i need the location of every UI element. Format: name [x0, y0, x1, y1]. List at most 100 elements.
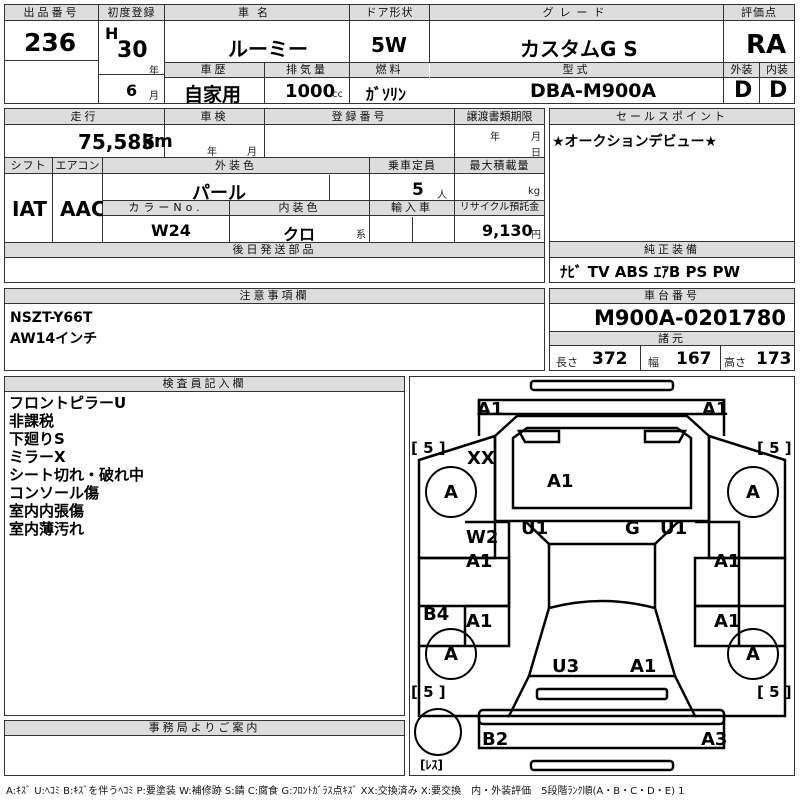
damage-front-right: A1: [702, 399, 729, 420]
damage-front-left: A1: [477, 399, 504, 420]
int-color-header: 内装色: [230, 201, 369, 216]
score-header: 評価点: [724, 5, 794, 21]
inspector-note: コンソール傷: [9, 484, 100, 502]
spare-tyre: [414, 708, 462, 756]
inspector-note: シート切れ・破れ中: [9, 466, 145, 484]
equipment: ﾅﾋﾞ TV ABS ｴｱB PS PW: [560, 263, 741, 281]
notes-line-1: NSZT-Y66T: [10, 310, 93, 326]
tyre-front-left: [425, 466, 477, 518]
year: 30: [117, 38, 148, 63]
model-header: 型式: [430, 63, 723, 78]
damage-right-front-door: A1: [714, 551, 741, 572]
car-outline: [417, 379, 787, 772]
tread-front-right: [ 5 ]: [757, 439, 792, 457]
first-reg-header: 初度登録: [99, 5, 164, 21]
interior-header: 内装: [760, 63, 794, 78]
damage-pillar-right: U1: [660, 518, 688, 539]
lot-no-header: 出品番号: [5, 5, 98, 21]
inspection-year: 年: [207, 147, 217, 158]
inspector-note: 非課税: [9, 412, 55, 430]
damage-windshield: G: [625, 518, 640, 539]
tyre-front-right: [727, 466, 779, 518]
shift: IAT: [12, 197, 48, 221]
transfer-month: 月: [531, 132, 541, 143]
inspection-header: 車検: [165, 109, 264, 125]
color-no-header: カラーNo.: [103, 201, 229, 216]
vehicle-info-block: [4, 108, 545, 283]
displacement-header: 排気量: [265, 63, 349, 78]
height-label: 高さ: [724, 356, 746, 369]
mileage: 75,585: [78, 130, 156, 154]
length-label: 長さ: [556, 356, 578, 369]
capacity-unit: 人: [437, 190, 447, 201]
tread-rear-right: [ 5 ]: [757, 683, 792, 701]
capacity: 5: [412, 180, 424, 200]
mileage-header: 走行: [5, 109, 164, 125]
tyre-rear-left: [425, 628, 477, 680]
tyre-rear-right-label: A: [746, 644, 760, 665]
damage-diagram: [409, 376, 795, 776]
damage-left-fender: XX: [467, 448, 495, 469]
damage-right-rear-door: A1: [714, 611, 741, 632]
transfer-doc-header: 譲渡書類期限: [455, 109, 544, 125]
height: 173: [756, 349, 792, 369]
year-unit: 年: [149, 66, 159, 77]
int-color-unit: 系: [356, 230, 366, 241]
damage-rear-right: A1: [630, 656, 657, 677]
reg-no-header: 登録番号: [265, 109, 454, 125]
history: 自家用: [184, 84, 242, 106]
load-unit: kg: [528, 186, 541, 197]
inspector-note: 室内薄汚れ: [9, 520, 85, 538]
damage-rear-bumper-right: A3: [701, 729, 728, 750]
model: DBA-M900A: [530, 80, 657, 102]
exterior-score: D: [734, 78, 753, 103]
inspector-note: 室内内張傷: [9, 502, 85, 520]
tread-front-left: [ 5 ]: [411, 439, 446, 457]
era: H: [105, 24, 119, 43]
interior-score: D: [769, 78, 788, 103]
office-block: [4, 720, 405, 776]
width-label: 幅: [648, 356, 659, 369]
door-header: ドア形状: [350, 5, 429, 21]
transfer-day: 日: [531, 148, 541, 159]
damage-left-front-door-w: W2: [466, 527, 499, 548]
color: パール: [192, 183, 246, 204]
fuel: ｶﾞｿﾘﾝ: [366, 85, 407, 104]
chassis-no: M900A-0201780: [594, 306, 786, 330]
color-header: 外装色: [103, 158, 369, 174]
sales-point-block: [549, 108, 795, 283]
recycle: 9,130: [482, 221, 533, 240]
spec-header: 諸元: [550, 332, 794, 346]
grade-header: グレード: [430, 5, 723, 21]
score: RA: [746, 30, 787, 60]
car-name-header: 車名: [165, 5, 349, 21]
length: 372: [592, 349, 628, 369]
notes-block: [4, 288, 545, 371]
capacity-header: 乗車定員: [370, 158, 454, 174]
damage-pillar-left: U1: [521, 518, 549, 539]
legend: A:ｷｽﾞ U:ﾍｺﾐ B:ｷｽﾞを伴うﾍｺﾐ P:要塗装 W:補修跡 S:錆 …: [6, 786, 685, 797]
chassis-no-header: 車台番号: [550, 289, 794, 304]
recycle-unit: 円: [531, 230, 541, 241]
exterior-header: 外装: [724, 63, 759, 78]
office-header: 事務局よりご案内: [5, 721, 404, 736]
max-load-header: 最大積載量: [455, 158, 544, 174]
displacement: 1000: [285, 81, 336, 102]
inspector-note: ミラーX: [9, 448, 66, 466]
spare-tyre-label: [ﾚｽ]: [420, 758, 443, 772]
width: 167: [676, 349, 712, 369]
month-unit: 月: [149, 91, 159, 102]
color-no: W24: [151, 221, 191, 240]
tread-rear-left: [ 5 ]: [411, 683, 446, 701]
month: 6: [126, 81, 138, 100]
tyre-front-left-label: A: [444, 482, 458, 503]
displacement-unit: cc: [332, 89, 343, 100]
transfer-year: 年: [490, 132, 500, 143]
damage-left-front-door: A1: [466, 551, 493, 572]
history-header: 車歴: [165, 63, 264, 78]
grade: カスタムG S: [520, 37, 638, 61]
aircon: AAC: [60, 197, 106, 221]
recycle-header: リサイクル預託金: [455, 201, 544, 216]
chassis-block: [549, 288, 795, 371]
inspection-month: 月: [247, 147, 257, 158]
